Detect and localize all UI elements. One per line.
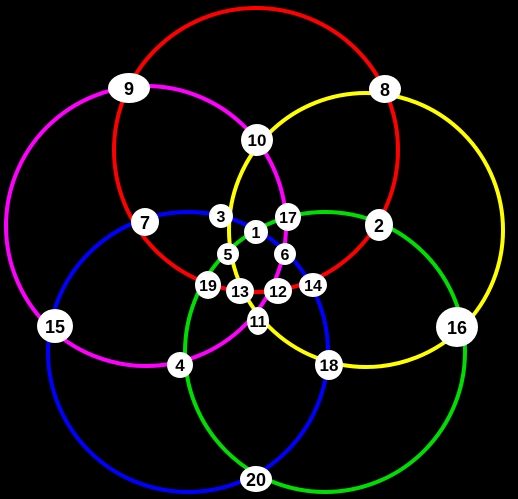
circle-green bbox=[183, 210, 467, 494]
node-15: 15 bbox=[37, 309, 73, 343]
svg-text:14: 14 bbox=[304, 278, 322, 295]
node-10: 10 bbox=[241, 124, 273, 156]
node-1: 1 bbox=[244, 220, 268, 244]
node-3: 3 bbox=[209, 204, 233, 228]
circle-yellow bbox=[227, 91, 505, 369]
svg-text:17: 17 bbox=[279, 210, 297, 227]
node-18: 18 bbox=[315, 350, 343, 380]
node-17: 17 bbox=[275, 203, 301, 231]
svg-text:3: 3 bbox=[217, 209, 226, 226]
node-16: 16 bbox=[436, 307, 478, 347]
svg-text:2: 2 bbox=[374, 216, 384, 236]
svg-text:20: 20 bbox=[246, 470, 266, 490]
svg-text:10: 10 bbox=[248, 131, 267, 150]
svg-text:12: 12 bbox=[269, 284, 287, 301]
node-12: 12 bbox=[264, 278, 292, 304]
node-13: 13 bbox=[226, 278, 254, 304]
svg-text:6: 6 bbox=[281, 247, 290, 264]
svg-text:16: 16 bbox=[447, 318, 467, 338]
svg-text:19: 19 bbox=[199, 278, 217, 295]
svg-text:7: 7 bbox=[140, 213, 150, 233]
node-5: 5 bbox=[217, 243, 239, 265]
svg-text:11: 11 bbox=[250, 314, 267, 331]
svg-text:15: 15 bbox=[45, 317, 65, 337]
svg-text:9: 9 bbox=[124, 79, 134, 99]
svg-text:4: 4 bbox=[175, 356, 185, 375]
svg-text:13: 13 bbox=[231, 284, 249, 301]
svg-text:5: 5 bbox=[224, 247, 233, 264]
node-14: 14 bbox=[299, 273, 327, 297]
node-11: 11 bbox=[247, 307, 269, 335]
node-7: 7 bbox=[131, 208, 159, 236]
node-9: 9 bbox=[108, 73, 150, 103]
node-19: 19 bbox=[195, 271, 221, 299]
svg-text:1: 1 bbox=[252, 225, 261, 242]
node-8: 8 bbox=[369, 75, 401, 103]
svg-text:18: 18 bbox=[320, 356, 339, 375]
node-20: 20 bbox=[240, 466, 272, 492]
node-4: 4 bbox=[167, 352, 193, 378]
node-2: 2 bbox=[365, 209, 393, 241]
node-6: 6 bbox=[274, 243, 296, 265]
circle-red bbox=[112, 6, 400, 294]
svg-text:8: 8 bbox=[380, 80, 390, 100]
